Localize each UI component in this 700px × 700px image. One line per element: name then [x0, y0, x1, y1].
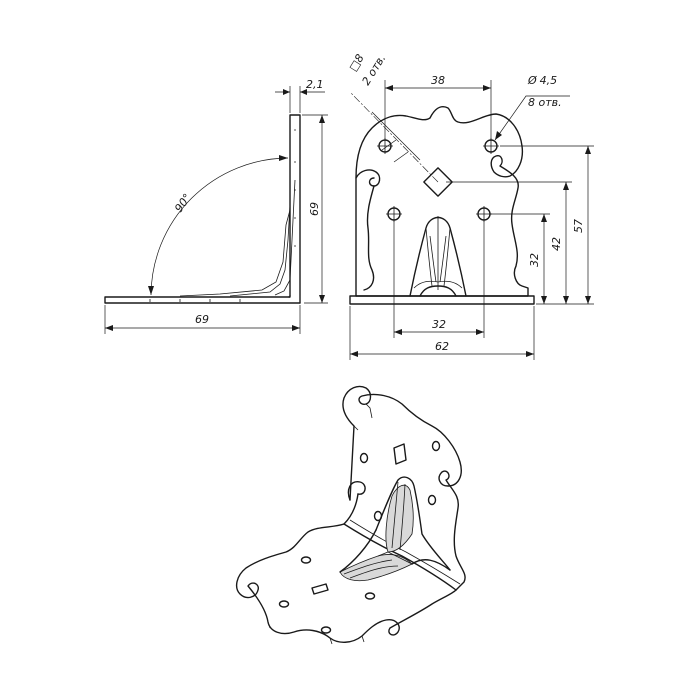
isometric-view — [235, 385, 466, 645]
top-spacing-label: 38 — [431, 74, 445, 87]
iso-gusset — [375, 476, 451, 571]
hole-count-label: 8 отв. — [528, 96, 562, 109]
hole-diameter-value: 4,5 — [540, 74, 558, 87]
overall-width-label: 62 — [435, 340, 449, 353]
square-size-label: □8 — [347, 52, 367, 74]
plate-outline — [355, 106, 529, 297]
square-hole — [423, 167, 453, 197]
side-width-label: 69 — [195, 313, 209, 326]
iso-horizontal-plate — [235, 523, 457, 643]
iso-vertical-plate — [342, 385, 466, 591]
upper-height-label: 42 — [550, 237, 563, 251]
lower-spacing-label: 32 — [432, 318, 446, 331]
lower-height-label: 32 — [528, 253, 541, 267]
side-height-label: 69 — [308, 202, 321, 216]
overall-height-label: 57 — [572, 219, 585, 233]
side-view: 90° 2,1 69 69 — [104, 78, 328, 334]
thickness-label: 2,1 — [306, 78, 324, 91]
angle-label: 90° — [172, 191, 194, 214]
